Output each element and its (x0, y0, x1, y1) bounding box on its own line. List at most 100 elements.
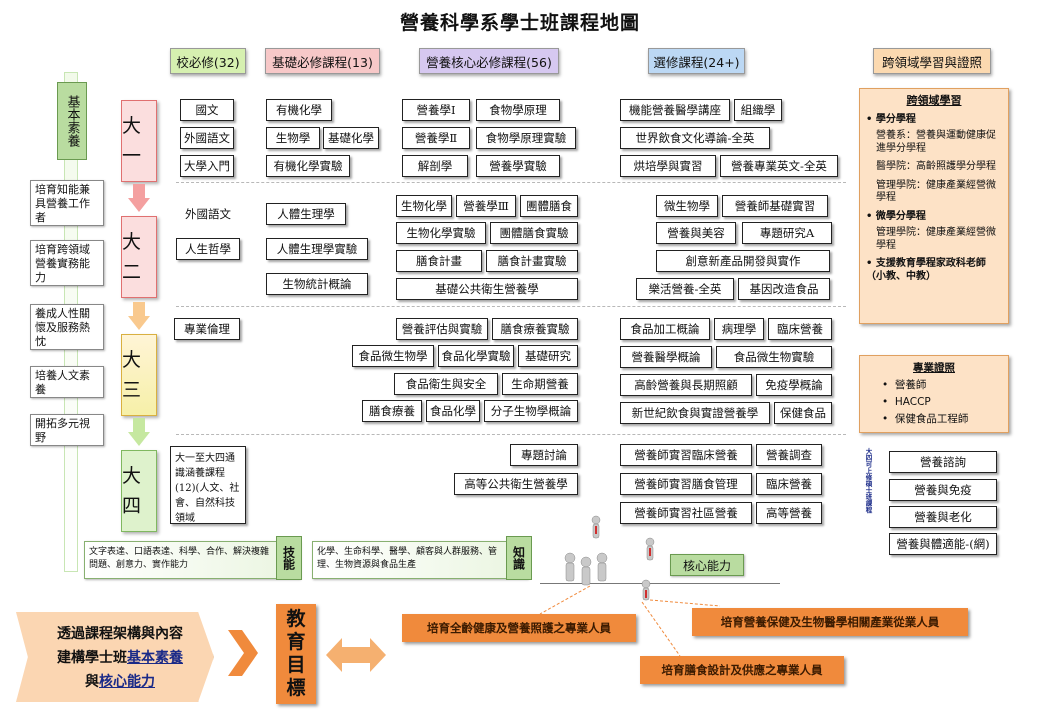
course-box: 營養調查 (756, 444, 822, 466)
arrow-down-icon (128, 418, 150, 446)
cross-domain-item: • 學分學程 (866, 113, 916, 125)
certification-panel: 專業證照 • 營養師 • HACCP • 保健食品工程師 (859, 355, 1009, 433)
education-goal-char: 標 (286, 677, 306, 699)
header-core-required: 營養核心必修課程(56) (419, 48, 559, 74)
row-divider (176, 182, 846, 183)
course-box: 基礎研究 (518, 345, 578, 367)
course-text: 外國語文 (176, 203, 240, 225)
certification-item-label: HACCP (894, 396, 931, 408)
course-box: 營養師實習膳食管理 (620, 473, 752, 495)
course-box: 生物化學實驗 (396, 222, 486, 244)
course-box: 病理學 (714, 318, 764, 340)
basic-literacy-label: 基本素養 (57, 82, 87, 160)
header-basic-required: 基礎必修課程(13) (265, 48, 380, 74)
course-box: 營養學I (402, 99, 470, 121)
course-box: 人體生理學 (266, 203, 346, 225)
course-box: 免疫學概論 (756, 374, 832, 396)
course-box: 人體生理學實驗 (266, 238, 368, 260)
course-box: 大學入門 (180, 155, 234, 177)
graduate-course-note: 大四可上修碩士班課程 (864, 448, 872, 513)
course-box: 生命期營養 (502, 373, 578, 395)
course-box: 營養與美容 (656, 222, 736, 244)
course-box: 膳食療養 (362, 400, 422, 422)
course-box: 解剖學 (402, 155, 468, 177)
statement-line: 與核心能力 (26, 670, 214, 694)
statement-part: 與 (85, 674, 99, 690)
people-figures-icon (556, 512, 656, 602)
course-box: 專業倫理 (174, 318, 240, 340)
year-4-block: 大四 (121, 450, 157, 532)
cross-domain-item-label: 學分學程 (875, 113, 916, 125)
course-box: 有機化學 (266, 99, 332, 121)
chevron-right-icon (228, 630, 258, 676)
course-box: 營養學Ⅱ (402, 127, 470, 149)
course-box: 食品微生物學 (352, 345, 434, 367)
course-box: 營養學Ⅲ (456, 195, 516, 217)
course-box: 膳食計畫 (396, 250, 482, 272)
course-box: 高等營養 (756, 502, 822, 524)
goal-box-2: 培育跨領域營養實務能力 (30, 240, 104, 286)
course-box: 團體膳食實驗 (490, 222, 578, 244)
course-box: 膳食療養實驗 (492, 318, 578, 340)
course-box: 國文 (180, 99, 234, 121)
course-box: 創意新產品開發與實作 (656, 250, 830, 272)
goal-box-5: 開拓多元視野 (30, 414, 104, 446)
course-box: 外國語文 (180, 127, 234, 149)
knowledge-label: 知識 (506, 536, 532, 580)
course-box: 高等公共衛生營養學 (454, 473, 578, 495)
knowledge-band: 化學、生命科學、醫學、顧客與人群服務、管理、生物資源與食品生產 (312, 541, 528, 579)
course-box: 基礎公共衛生營養學 (396, 278, 578, 300)
row-divider (176, 306, 846, 307)
core-ability-line (540, 583, 780, 584)
course-box: 食品衛生與安全 (394, 373, 498, 395)
education-goal-char: 目 (286, 654, 306, 676)
statement-part: 建構學士班 (57, 650, 127, 666)
cross-domain-sub: 營養系：營養與運動健康促進學分學程 (876, 130, 996, 154)
statement-part: 核心能力 (99, 674, 155, 690)
course-box: 基礎化學 (323, 127, 379, 149)
header-school-required: 校必修(32) (170, 48, 246, 74)
cross-domain-item-label: 支援教育學程家政科老師（小教、中教） (866, 258, 986, 282)
education-goal-char: 教 (286, 608, 306, 630)
cross-domain-sub: 管理學院：健康產業經營微學程 (876, 179, 996, 204)
course-box: 食品化學實驗 (438, 345, 514, 367)
goal-banner-3: 培育膳食設計及供應之專業人員 (640, 656, 844, 684)
row-divider (176, 434, 846, 435)
course-box: 食品加工概論 (620, 318, 710, 340)
course-box: 有機化學實驗 (266, 155, 350, 177)
skills-text: 文字表達、口語表達、科學、合作、解決複雜問題、創意力、實作能力 (89, 547, 270, 570)
education-goal-char: 育 (286, 631, 306, 653)
course-box: 營養師基礎實習 (722, 195, 828, 217)
course-box: 食物學原理 (476, 99, 560, 121)
course-box: 膳食計畫實驗 (486, 250, 578, 272)
course-box: 營養專業英文-全英 (720, 155, 838, 177)
cross-domain-item: • 支援教育學程家政科老師（小教、中教） (866, 258, 986, 282)
option-box: 營養諮詢 (889, 451, 997, 473)
skills-label: 技能 (276, 536, 302, 580)
core-ability-label: 核心能力 (670, 554, 744, 576)
goal-banner-2: 培育營養保健及生物醫學相關產業從業人員 (692, 608, 968, 636)
double-arrow-icon (326, 638, 386, 672)
skills-band: 文字表達、口語表達、科學、合作、解決複雜問題、創意力、實作能力 (84, 541, 300, 579)
header-elective: 選修課程(24+) (648, 48, 745, 74)
year-3-block: 大三 (121, 334, 157, 416)
course-box: 世界飲食文化導論-全英 (620, 127, 770, 149)
cross-domain-title: 跨領域學習 (906, 94, 962, 107)
year-1-label: 大一 (122, 115, 142, 167)
course-box: 組織學 (734, 99, 782, 121)
statement-banner: 透過課程架構與內容 建構學士班基本素養 與核心能力 (16, 612, 214, 702)
certification-title: 專業證照 (913, 362, 955, 374)
course-box: 新世紀飲食與實證營養學 (620, 402, 770, 424)
course-box: 食品微生物實驗 (716, 346, 832, 368)
cross-domain-sub: 管理學院：健康產業經營微學程 (876, 227, 996, 251)
connector-lines (539, 585, 721, 657)
course-box: 營養學實驗 (476, 155, 560, 177)
statement-line: 建構學士班基本素養 (26, 646, 214, 670)
course-box: 營養師實習臨床營養 (620, 444, 752, 466)
course-box: 烘培學與實習 (620, 155, 716, 177)
course-box: 人生哲學 (176, 238, 240, 260)
course-box: 分子生物學概論 (484, 400, 578, 422)
general-education-note: 大一至大四通識涵養課程(12)(人文、社會、自然科技領域 (170, 446, 246, 524)
option-box: 營養與體適能-(網) (889, 533, 997, 555)
knowledge-text: 化學、生命科學、醫學、顧客與人群服務、管理、生物資源與食品生產 (317, 547, 498, 570)
